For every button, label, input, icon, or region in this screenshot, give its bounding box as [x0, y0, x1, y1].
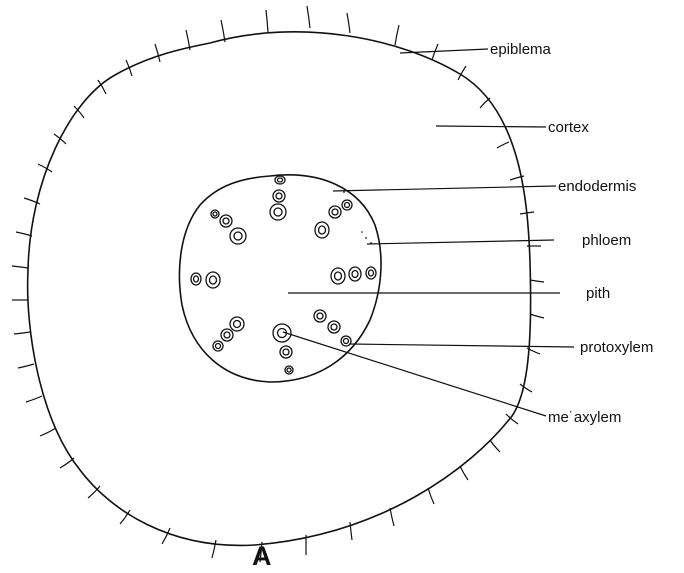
- label-protoxylem: protoxylem: [580, 339, 653, 356]
- xylem-vessel: [280, 346, 292, 358]
- label-cortex: cortex: [548, 119, 589, 136]
- xylem-vessel: [349, 267, 361, 281]
- root-hair: [395, 25, 399, 45]
- root-hair: [88, 486, 100, 498]
- xylem-vessel: [221, 329, 233, 341]
- xylem-vessel: [191, 273, 201, 285]
- root-hair: [14, 332, 30, 334]
- label-endodermis: endodermis: [558, 178, 636, 195]
- leader-cortex: [436, 126, 546, 127]
- root-hair: [38, 164, 52, 172]
- xylem-vessel: [314, 310, 326, 322]
- label-phloem: phloem: [582, 232, 631, 249]
- root-hair: [155, 44, 160, 62]
- xylem-vessel: [275, 176, 285, 184]
- root-hair: [480, 98, 490, 108]
- leader-protoxylem: [350, 344, 574, 347]
- root-hair: [18, 364, 34, 368]
- label-metaxylem: me˙axylem: [548, 409, 621, 426]
- root-hair: [390, 508, 394, 526]
- xylem-vessel: [230, 228, 246, 244]
- leader-endodermis: [333, 186, 556, 191]
- root-hair: [428, 488, 434, 504]
- xylem-vessel: [270, 204, 286, 220]
- epiblema-outline: [28, 32, 531, 546]
- xylem-vessel: [206, 272, 220, 288]
- root-hair: [490, 440, 500, 452]
- label-epiblema: epiblema: [490, 41, 552, 58]
- root-hair: [212, 540, 216, 558]
- xylem-vessel: [230, 317, 244, 331]
- root-hair: [530, 280, 544, 282]
- xylem-vessel: [220, 215, 232, 227]
- xylem-vessel: [341, 336, 351, 346]
- root-hair: [54, 134, 66, 144]
- root-hair: [40, 428, 56, 436]
- xylem-vessel: [342, 200, 352, 210]
- leader-lines: [283, 49, 574, 416]
- xylem-vessel: [328, 321, 340, 333]
- xylem-vessel: [315, 222, 329, 238]
- root-hair: [307, 6, 310, 28]
- root-hair: [221, 20, 225, 42]
- leader-epiblema: [400, 49, 488, 53]
- xylem-vessel: [366, 267, 376, 279]
- root-hairs: [12, 6, 544, 562]
- root-hair: [347, 13, 350, 33]
- root-hair: [530, 314, 544, 318]
- root-hair: [266, 10, 268, 32]
- root-hair: [162, 528, 170, 544]
- xylem-vessels: [191, 176, 376, 374]
- figure-letter: A: [252, 541, 272, 568]
- xylem-vessel: [273, 324, 291, 342]
- root-hair: [12, 266, 28, 268]
- root-hair: [497, 142, 509, 148]
- root-hair: [26, 396, 42, 402]
- root-hair: [60, 458, 74, 468]
- xylem-vessel: [329, 206, 341, 218]
- xylem-vessel: [213, 341, 223, 351]
- xylem-vessel: [211, 210, 219, 218]
- root-hair: [460, 466, 468, 480]
- label-pith: pith: [586, 285, 610, 302]
- leader-phloem: [367, 240, 554, 244]
- root-hair: [16, 232, 32, 236]
- xylem-vessel: [331, 268, 345, 284]
- xylem-vessel: [273, 190, 285, 202]
- xylem-vessel: [285, 366, 293, 374]
